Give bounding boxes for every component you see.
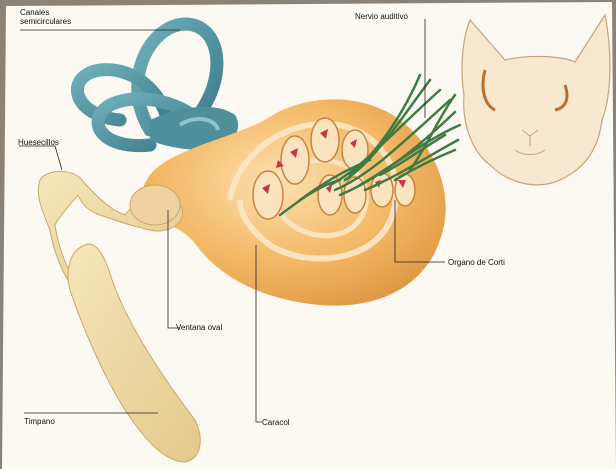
label-huesecillos: Huesecillos <box>18 138 59 147</box>
label-nervio-auditivo: Nervio auditivo <box>355 12 408 21</box>
label-ventana-oval: Ventana oval <box>176 323 222 332</box>
label-organo-de-corti: Organo de Corti <box>448 258 505 267</box>
oval-window <box>130 185 180 225</box>
label-timpano: Timpano <box>24 417 55 426</box>
label-canales-semicirculares: Canales semicirculares <box>20 8 71 26</box>
label-caracol: Caracol <box>262 418 290 427</box>
